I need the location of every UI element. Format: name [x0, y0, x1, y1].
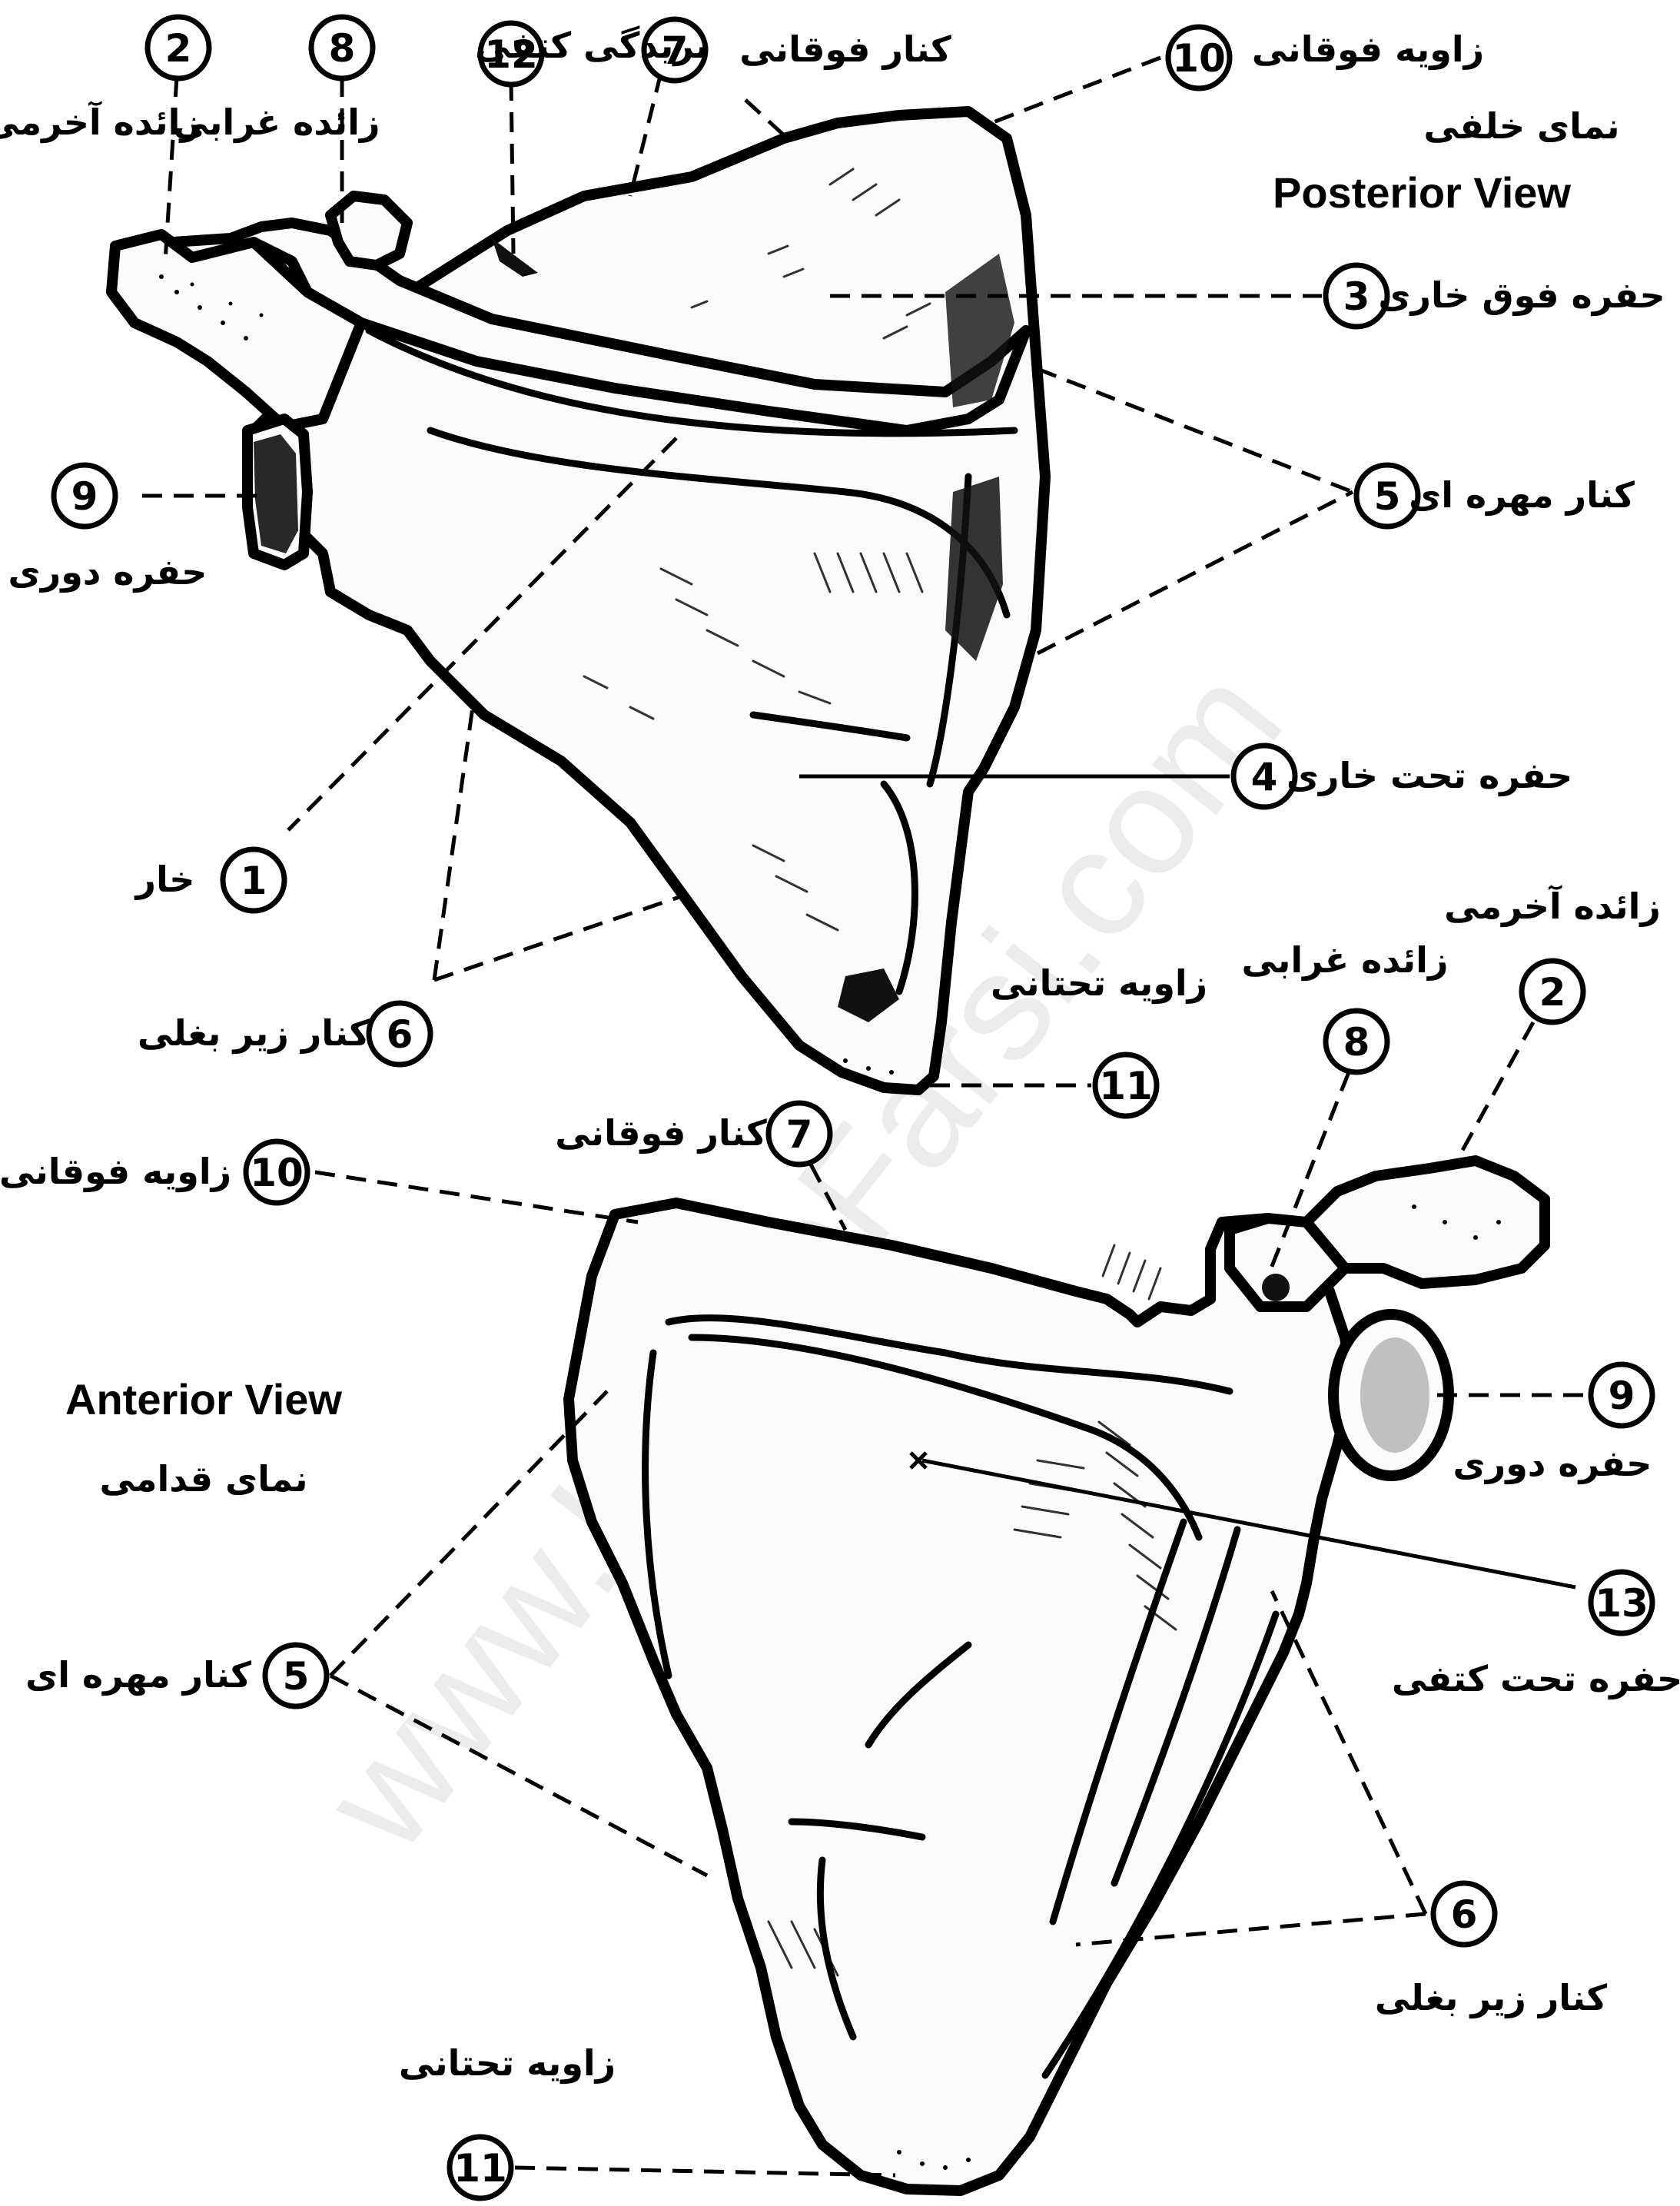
svg-text:حفره تحت خاری: حفره تحت خاری: [1287, 755, 1572, 796]
svg-text:10: 10: [250, 1151, 304, 1195]
svg-text:3: 3: [1343, 274, 1370, 319]
label-p9: 9 حفره دوری: [8, 465, 208, 593]
svg-text:نمای قدامی: نمای قدامی: [99, 1458, 307, 1500]
label-p4: 4 حفره تحت خاری: [1233, 746, 1572, 807]
svg-text:حفره تحت کتفی: حفره تحت کتفی: [1392, 1658, 1680, 1699]
label-a6: 6 کنار زیر بغلی: [1375, 1883, 1607, 2018]
svg-text:حفره فوق خاری: حفره فوق خاری: [1378, 274, 1665, 316]
label-p10: 10 زاویه فوقانی: [1168, 27, 1484, 88]
posterior-scapula: [111, 111, 1045, 1090]
svg-text:زائده آخرمی: زائده آخرمی: [0, 101, 201, 143]
label-a7: 7 کنار فوقانی: [555, 1103, 830, 1164]
svg-text:2: 2: [165, 26, 192, 71]
anterior-blade: [569, 1203, 1353, 2191]
svg-text:کنار فوقانی: کنار فوقانی: [555, 1112, 767, 1154]
label-a9: 9 حفره دوری: [1453, 1364, 1652, 1484]
svg-text:حفره دوری: حفره دوری: [1453, 1443, 1652, 1484]
label-a2: 2 زائده آخرمی: [1444, 885, 1661, 1022]
svg-text:4: 4: [1251, 755, 1278, 799]
svg-text:6: 6: [387, 1012, 413, 1057]
svg-text:1: 1: [241, 859, 267, 903]
svg-text:Posterior View: Posterior View: [1273, 168, 1571, 217]
label-a8: 8 زائده غرابی: [1242, 939, 1449, 1072]
label-a13: 13 حفره تحت کتفی: [1392, 1572, 1680, 1699]
label-a5: 5 کنار مهره ای: [25, 1645, 327, 1706]
label-a11: 11 زاویه تحتانی: [399, 2042, 616, 2198]
posterior-view-title: نمای خلفی Posterior View: [1273, 105, 1620, 217]
svg-text:کنار مهره ای: کنار مهره ای: [1409, 474, 1635, 516]
svg-text:کنار فوقانی: کنار فوقانی: [739, 28, 951, 70]
svg-text:8: 8: [329, 26, 356, 71]
svg-text:8: 8: [1343, 1020, 1370, 1065]
svg-text:کنار مهره ای: کنار مهره ای: [25, 1654, 251, 1696]
svg-text:زاویه تحتانی: زاویه تحتانی: [991, 962, 1207, 1004]
svg-text:زائده غرابی: زائده غرابی: [174, 101, 380, 143]
svg-text:2: 2: [1539, 970, 1566, 1015]
svg-text:11: 11: [453, 2146, 507, 2191]
svg-text:بریدگی کتفی: بریدگی کتفی: [475, 25, 709, 66]
svg-text:11: 11: [1099, 1064, 1153, 1108]
svg-text:زاویه فوقانی: زاویه فوقانی: [1252, 28, 1484, 70]
svg-text:7: 7: [786, 1112, 813, 1157]
label-a10: 10 زاویه فوقانی: [0, 1141, 307, 1203]
svg-text:نمای خلفی: نمای خلفی: [1423, 105, 1619, 147]
svg-text:9: 9: [1609, 1374, 1635, 1418]
svg-text:زاویه تحتانی: زاویه تحتانی: [399, 2042, 616, 2084]
anterior-view-title: Anterior View نمای قدامی: [65, 1375, 342, 1500]
svg-text:5: 5: [1374, 474, 1401, 519]
label-p6: 6 کنار زیر بغلی: [138, 1003, 430, 1065]
svg-text:10: 10: [1172, 36, 1226, 81]
svg-text:5: 5: [283, 1654, 310, 1699]
svg-text:کنار زیر بغلی: کنار زیر بغلی: [138, 1012, 370, 1054]
svg-text:6: 6: [1451, 1892, 1478, 1937]
svg-text:زائده آخرمی: زائده آخرمی: [1444, 885, 1661, 927]
svg-text:کنار زیر بغلی: کنار زیر بغلی: [1375, 1977, 1607, 2018]
label-p1: 1 خار: [134, 849, 284, 911]
label-p7b: کنار فوقانی: [739, 28, 951, 70]
svg-text:Anterior View: Anterior View: [65, 1375, 342, 1424]
svg-text:حفره دوری: حفره دوری: [8, 551, 208, 593]
svg-text:زاویه فوقانی: زاویه فوقانی: [0, 1151, 231, 1192]
svg-text:زائده غرابی: زائده غرابی: [1242, 939, 1449, 981]
svg-text:13: 13: [1595, 1581, 1648, 1626]
svg-text:9: 9: [71, 474, 98, 519]
label-p5: 5 کنار مهره ای: [1356, 465, 1635, 527]
label-p3: 3 حفره فوق خاری: [1326, 265, 1665, 327]
svg-text:خار: خار: [134, 859, 195, 900]
